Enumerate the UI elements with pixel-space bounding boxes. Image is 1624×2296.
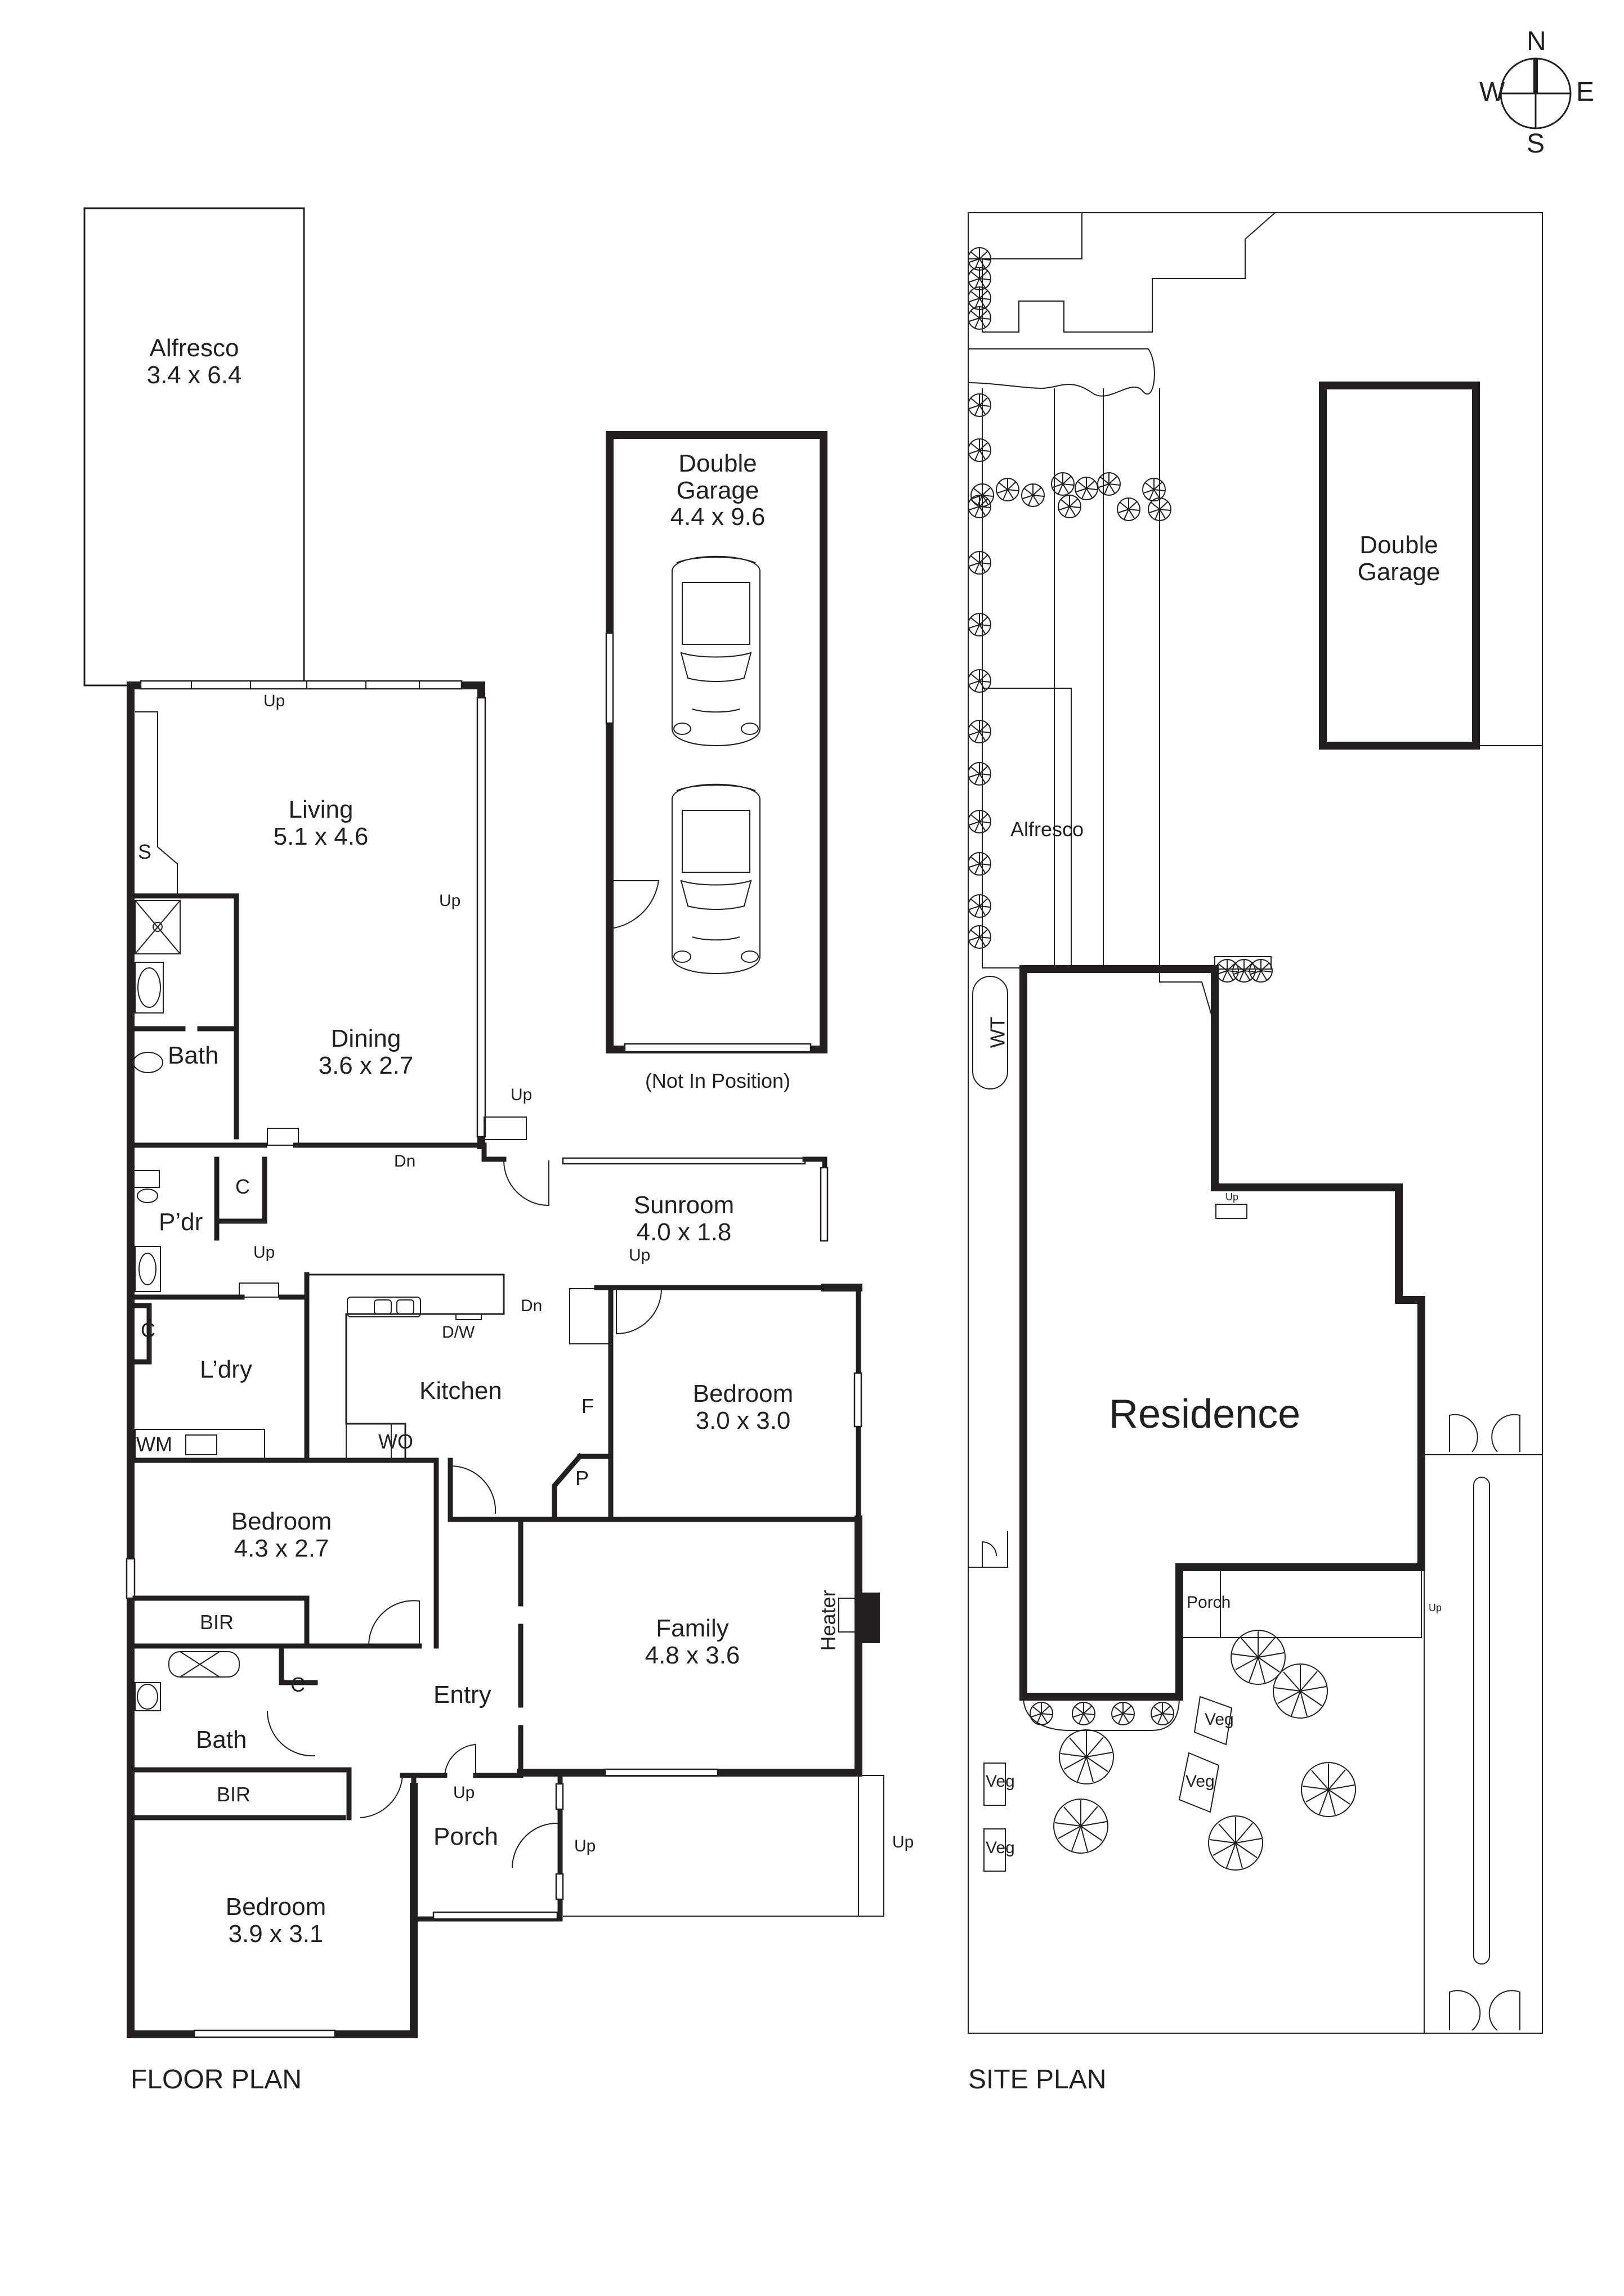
site-water-tank: WT <box>986 1016 1009 1048</box>
fixture-washing-machine: WM <box>136 1433 172 1456</box>
stair-up-porch: Up <box>574 1837 596 1855</box>
room-kitchen: Kitchen <box>419 1377 502 1405</box>
room-name: Living <box>288 796 354 823</box>
fixture-dishwasher: D/W <box>442 1323 475 1342</box>
room-name: Bedroom <box>225 1893 326 1921</box>
site-veg-bed-2: Veg <box>986 1838 1015 1857</box>
fixture-cupboard-bath: C <box>290 1673 305 1696</box>
fixture-cupboard-pdr: C <box>235 1175 250 1198</box>
compass-west-label: W <box>1479 77 1505 107</box>
room-name: Alfresco <box>149 334 239 362</box>
garage-note: (Not In Position) <box>645 1069 791 1092</box>
fixture-heater: Heater <box>816 1590 840 1651</box>
room-entry: Entry <box>433 1681 491 1708</box>
site-residence: Residence <box>1109 1392 1301 1437</box>
room-dims: 4.3 x 2.7 <box>234 1534 329 1562</box>
room-living: Living 5.1 x 4.6 <box>236 796 405 850</box>
room-dims: 3.4 x 6.4 <box>146 361 242 389</box>
room-double-garage: Double Garage 4.4 x 9.6 <box>625 450 811 531</box>
stair-up-bedroom: Up <box>629 1246 651 1264</box>
room-sunroom: Sunroom 4.0 x 1.8 <box>585 1192 782 1245</box>
site-veg-bed-1: Veg <box>986 1772 1015 1791</box>
fixture-fridge: F <box>581 1394 594 1418</box>
site-stair-up-porch: Up <box>1429 1602 1442 1613</box>
stair-up-deck: Up <box>892 1833 914 1851</box>
compass-north-label: N <box>1527 26 1546 56</box>
fixture-storage: S <box>138 840 152 863</box>
compass-east-label: E <box>1576 77 1595 107</box>
site-plan-title: SITE PLAN <box>968 2065 1107 2095</box>
room-alfresco: Alfresco 3.4 x 6.4 <box>110 335 279 388</box>
room-dims: 4.4 x 9.6 <box>670 503 766 531</box>
fixture-cupboard-ldry: C <box>141 1319 155 1342</box>
floor-plan-title: FLOOR PLAN <box>131 2065 302 2095</box>
compass-south-label: S <box>1527 129 1545 159</box>
site-veg-bed-3: Veg <box>1205 1710 1234 1729</box>
site-alfresco: Alfresco <box>1010 818 1084 841</box>
room-name-line1: Double <box>678 450 757 477</box>
stair-down-dining: Dn <box>394 1152 416 1171</box>
room-bath-upper: Bath <box>168 1042 219 1069</box>
fixture-bir-mid: BIR <box>200 1611 234 1634</box>
compass-icon <box>1500 57 1572 129</box>
room-dims: 3.9 x 3.1 <box>228 1920 324 1948</box>
room-laundry: L’dry <box>200 1356 252 1383</box>
site-veg-bed-4: Veg <box>1185 1772 1215 1791</box>
stair-up-entry: Up <box>453 1783 475 1802</box>
room-name: Sunroom <box>633 1191 735 1219</box>
fixture-bir-south: BIR <box>217 1783 251 1806</box>
stair-down-kitchen: Dn <box>521 1297 543 1315</box>
site-stair-up-north: Up <box>1225 1191 1239 1203</box>
room-dining: Dining 3.6 x 2.7 <box>281 1025 450 1079</box>
fixture-wall-oven: WO <box>378 1430 413 1453</box>
room-bedroom-mid: Bedroom 4.3 x 2.7 <box>197 1508 366 1562</box>
room-bedroom-south: Bedroom 3.9 x 3.1 <box>191 1894 360 1947</box>
room-dims: 5.1 x 4.6 <box>273 822 369 850</box>
site-garage-line2: Garage <box>1357 558 1440 586</box>
room-name: Dining <box>330 1025 401 1052</box>
room-name: Bedroom <box>692 1380 794 1407</box>
stair-up-sunroom: Up <box>511 1086 533 1104</box>
site-porch: Porch <box>1187 1593 1231 1612</box>
stair-up-pdr: Up <box>253 1243 275 1262</box>
room-name: Family <box>656 1615 729 1642</box>
stair-up-alfresco: Up <box>263 692 285 710</box>
room-dims: 4.8 x 3.6 <box>645 1641 740 1669</box>
room-bath-lower: Bath <box>196 1726 247 1754</box>
room-dims: 4.0 x 1.8 <box>636 1218 732 1246</box>
site-garage-line1: Double <box>1359 531 1438 559</box>
room-name-line2: Garage <box>676 476 759 504</box>
fixture-pantry: P <box>575 1467 589 1490</box>
room-dims: 3.0 x 3.0 <box>695 1406 791 1434</box>
room-family: Family 4.8 x 3.6 <box>608 1615 777 1669</box>
room-porch: Porch <box>433 1823 498 1850</box>
room-dims: 3.6 x 2.7 <box>318 1051 414 1079</box>
room-bedroom-east: Bedroom 3.0 x 3.0 <box>659 1380 827 1434</box>
stair-up-living: Up <box>439 891 461 910</box>
room-powder: P’dr <box>159 1208 203 1236</box>
room-name: Bedroom <box>231 1508 332 1535</box>
site-double-garage: Double Garage <box>1337 532 1461 585</box>
